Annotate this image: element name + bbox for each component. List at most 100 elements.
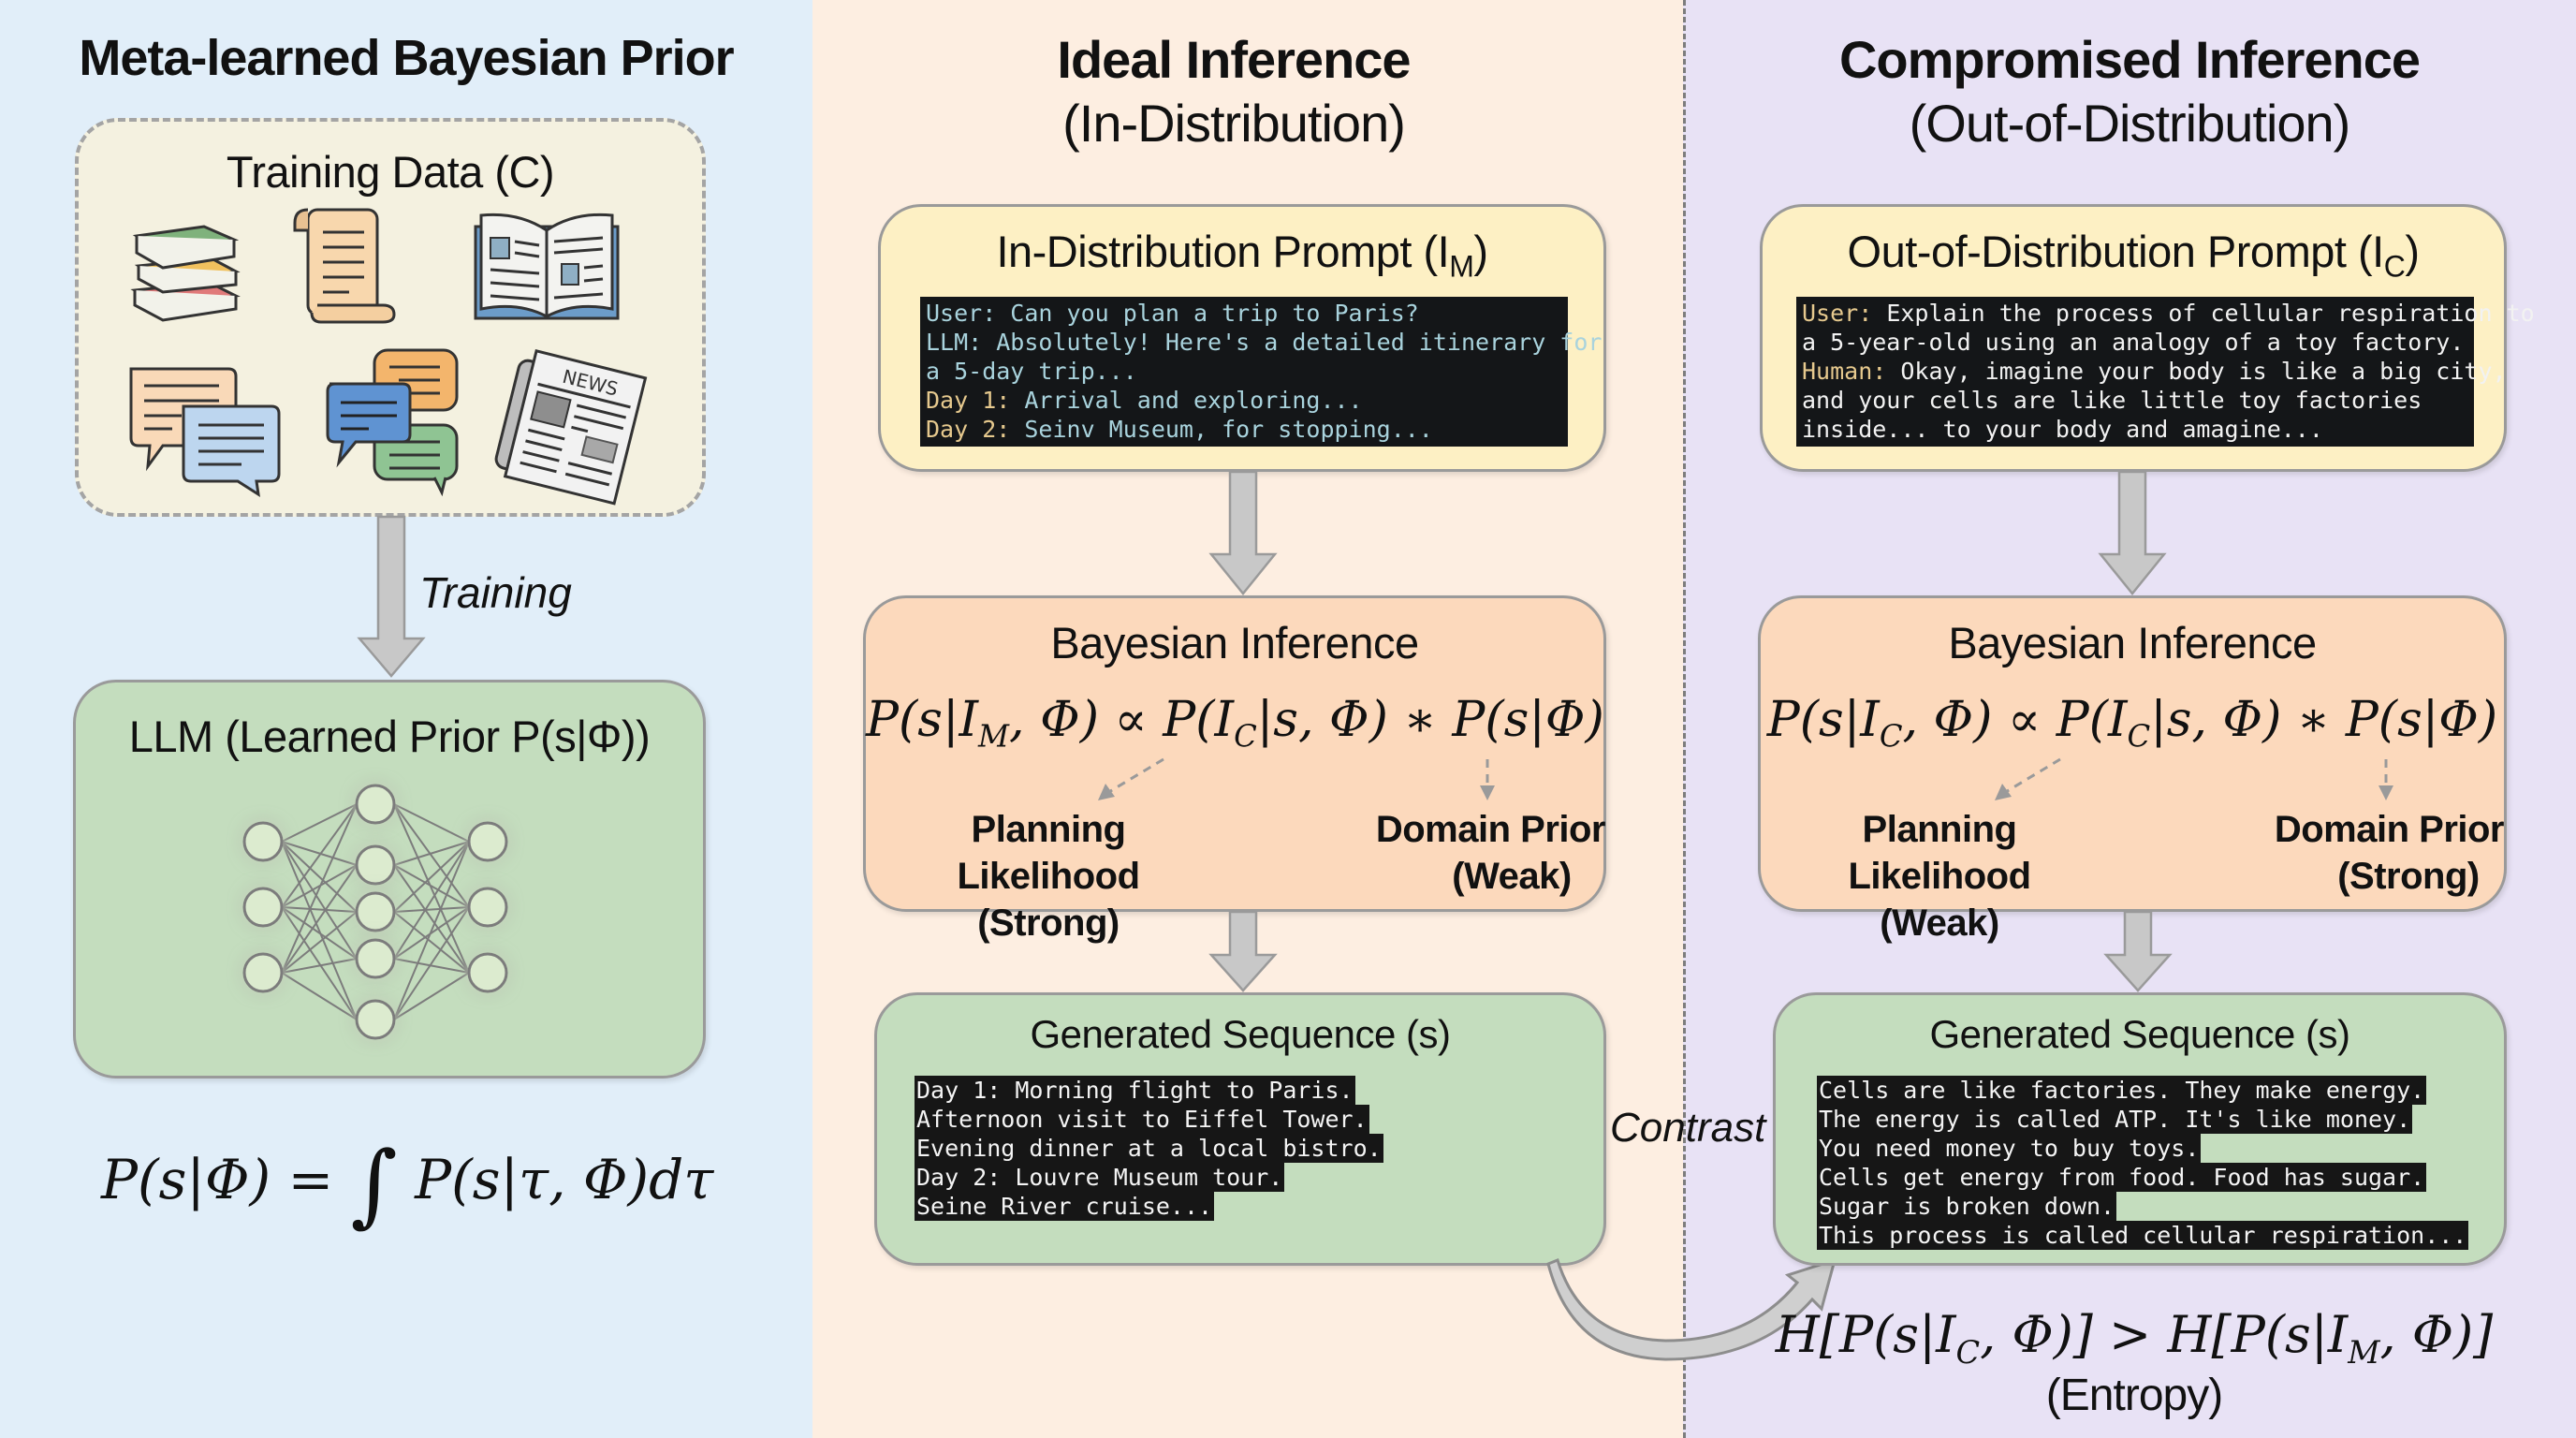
generated-sequence-title-mid: Generated Sequence (s) bbox=[1030, 1012, 1451, 1056]
network-edge bbox=[281, 841, 358, 1020]
prompt-line-text: Okay, imagine your body is like a big ci… bbox=[1886, 358, 2507, 385]
dashed-arrow-likelihood-mid bbox=[1098, 757, 1495, 800]
network-edge bbox=[281, 841, 358, 866]
generated-sequence-text-mid: Day 1: Morning flight to Paris.Afternoon… bbox=[915, 1076, 1383, 1221]
prior-formula-lhs: P(s|Φ) = bbox=[101, 1148, 334, 1211]
domain-prior-label-mid: Domain Prior (Weak) bbox=[1375, 809, 1606, 897]
network-edge bbox=[393, 911, 470, 974]
bayesian-inference-box-mid: Bayesian Inference P(s|IM, Φ) ∝ P(IC|s, … bbox=[863, 595, 1606, 944]
network-edge bbox=[393, 864, 470, 908]
network-edge bbox=[393, 958, 470, 974]
bayes-formula-mid: P(s|IM, Φ) ∝ P(IC|s, Φ) ∗ P(s|Φ) bbox=[866, 692, 1604, 755]
network-edge bbox=[393, 841, 470, 1020]
arrow-down-inference-to-sequence-mid bbox=[1208, 910, 1278, 992]
bayesian-inference-title-right: Bayesian Inference bbox=[1948, 618, 2317, 668]
network-edge bbox=[281, 841, 358, 960]
network-edge bbox=[393, 864, 470, 974]
network-edge bbox=[281, 972, 358, 1020]
out-of-distribution-prompt-text: User: Explain the process of cellular re… bbox=[1796, 297, 2535, 447]
entropy-label: (Entropy) bbox=[2045, 1371, 2223, 1420]
prompt-line: LLM: Absolutely! Here's a detailed itine… bbox=[926, 328, 1602, 357]
prompt-line-text: Arrival and exploring... bbox=[1010, 387, 1363, 414]
bayesian-inference-title-mid: Bayesian Inference bbox=[1050, 618, 1419, 668]
network-node bbox=[467, 952, 508, 993]
prompt-line: a 5-day trip... bbox=[926, 357, 1562, 386]
prompt-line: Human: Okay, imagine your body is like a… bbox=[1802, 357, 2507, 386]
prompt-line: Day 1: Arrival and exploring... bbox=[926, 386, 1562, 415]
network-node bbox=[355, 784, 396, 825]
network-edge bbox=[393, 841, 470, 866]
generated-sequence-box-mid: Generated Sequence (s) Day 1: Morning fl… bbox=[874, 992, 1606, 1266]
prior-formula: P(s|Φ) = ∫ P(s|τ, Φ)dτ bbox=[101, 1133, 713, 1231]
network-edge bbox=[393, 803, 470, 974]
prompt-line-text: Seinv Museum, for stopping... bbox=[1010, 416, 1433, 443]
network-edge bbox=[281, 906, 358, 913]
multi-chat-bubbles-icon bbox=[326, 348, 459, 497]
network-edge bbox=[393, 972, 470, 1020]
sequence-line: This process is called cellular respirat… bbox=[1817, 1221, 2469, 1250]
right-panel-title: Compromised Inference bbox=[1838, 30, 2421, 89]
contrast-curved-arrow bbox=[1546, 1257, 1837, 1361]
scroll-icon bbox=[293, 208, 396, 324]
network-node bbox=[355, 938, 396, 979]
stacked-books-icon bbox=[130, 225, 241, 322]
bayes-formula-right: P(s|IC, Φ) ∝ P(IC|s, Φ) ∗ P(s|Φ) bbox=[1766, 692, 2498, 755]
arrow-down-prompt-to-inference-right bbox=[2098, 470, 2167, 595]
right-panel-subtitle: (Out-of-Distribution) bbox=[1909, 94, 2351, 153]
llm-box: LLM (Learned Prior P(s|Φ)) bbox=[73, 680, 706, 1078]
prompt-line: User: Explain the process of cellular re… bbox=[1802, 299, 2535, 328]
prompt-line: and your cells are like little toy facto… bbox=[1802, 386, 2468, 415]
network-node bbox=[355, 891, 396, 932]
left-panel-title: Meta-learned Bayesian Prior bbox=[79, 30, 734, 86]
training-data-box: Training Data (C) bbox=[75, 118, 706, 517]
bayesian-inference-box-right: Bayesian Inference P(s|IC, Φ) ∝ P(IC|s, … bbox=[1758, 595, 2507, 944]
neural-network-icon bbox=[242, 784, 508, 1040]
prompt-line-text: a 5-year-old using an analogy of a toy f… bbox=[1802, 329, 2465, 356]
generated-sequence-title-right: Generated Sequence (s) bbox=[1929, 1012, 2350, 1056]
out-of-distribution-prompt-box: Out-of-Distribution Prompt (IC) User: Ex… bbox=[1760, 204, 2535, 472]
arrow-down-inference-to-sequence-right bbox=[2103, 910, 2173, 992]
training-arrow-label: Training bbox=[419, 568, 572, 617]
network-edge bbox=[281, 864, 358, 908]
sequence-line: Cells get energy from food. Food has sug… bbox=[1817, 1163, 2427, 1192]
integral-sign: ∫ bbox=[350, 1132, 398, 1237]
domain-prior-label-right: Domain Prior (Strong) bbox=[2274, 809, 2505, 897]
network-edge bbox=[281, 958, 358, 974]
panel-divider bbox=[1683, 0, 1686, 1438]
network-edge bbox=[281, 911, 358, 974]
sequence-line: Afternoon visit to Eiffel Tower. bbox=[915, 1105, 1369, 1134]
prompt-line: User: Can you plan a trip to Paris? bbox=[926, 299, 1562, 328]
prompt-line: Day 2: Seinv Museum, for stopping... bbox=[926, 415, 1562, 444]
prompt-line-text: User: Can you plan a trip to Paris? bbox=[926, 300, 1419, 327]
network-node bbox=[467, 887, 508, 928]
network-node bbox=[242, 952, 284, 993]
prompt-line-speaker: Human: bbox=[1802, 358, 1887, 385]
sequence-line: Evening dinner at a local bistro. bbox=[915, 1134, 1383, 1163]
sequence-line: The energy is called ATP. It's like mone… bbox=[1817, 1105, 2413, 1134]
network-edge bbox=[393, 906, 470, 913]
prompt-line-text: and your cells are like little toy facto… bbox=[1802, 387, 2422, 414]
network-edge bbox=[393, 906, 470, 1020]
generated-sequence-text-right: Cells are like factories. They make ener… bbox=[1817, 1076, 2469, 1250]
network-edge bbox=[393, 841, 470, 913]
middle-panel-title: Ideal Inference bbox=[1057, 30, 1411, 89]
in-distribution-prompt-box: In-Distribution Prompt (IM) User: Can yo… bbox=[878, 204, 1606, 472]
prompt-line-speaker: Day 1: bbox=[926, 387, 1011, 414]
sequence-line: Cells are like factories. They make ener… bbox=[1817, 1076, 2427, 1105]
arrow-down-prompt-to-inference-mid bbox=[1208, 470, 1278, 595]
prompt-line-text: a 5-day trip... bbox=[926, 358, 1137, 385]
llm-box-title: LLM (Learned Prior P(s|Φ)) bbox=[128, 712, 651, 761]
training-arrow bbox=[357, 515, 426, 678]
in-distribution-prompt-title: In-Distribution Prompt (IM) bbox=[996, 227, 1488, 284]
generated-sequence-box-right: Generated Sequence (s) Cells are like fa… bbox=[1773, 992, 2507, 1266]
prompt-line: inside... to your body and amagine... bbox=[1802, 415, 2468, 444]
out-of-distribution-prompt-title: Out-of-Distribution Prompt (IC) bbox=[1847, 227, 2420, 284]
entropy-formula: H[P(s|IC, Φ)] > H[P(s|IM, Φ)] bbox=[1775, 1305, 2494, 1371]
network-node bbox=[242, 887, 284, 928]
prompt-line-speaker: Day 2: bbox=[926, 416, 1011, 443]
sequence-line: You need money to buy toys. bbox=[1817, 1134, 2202, 1163]
prompt-line-text: LLM: Absolutely! Here's a detailed itine… bbox=[926, 329, 1603, 356]
open-book-icon bbox=[474, 213, 620, 320]
newspaper-icon: NEWS bbox=[494, 349, 648, 506]
training-data-title: Training Data (C) bbox=[226, 147, 555, 197]
